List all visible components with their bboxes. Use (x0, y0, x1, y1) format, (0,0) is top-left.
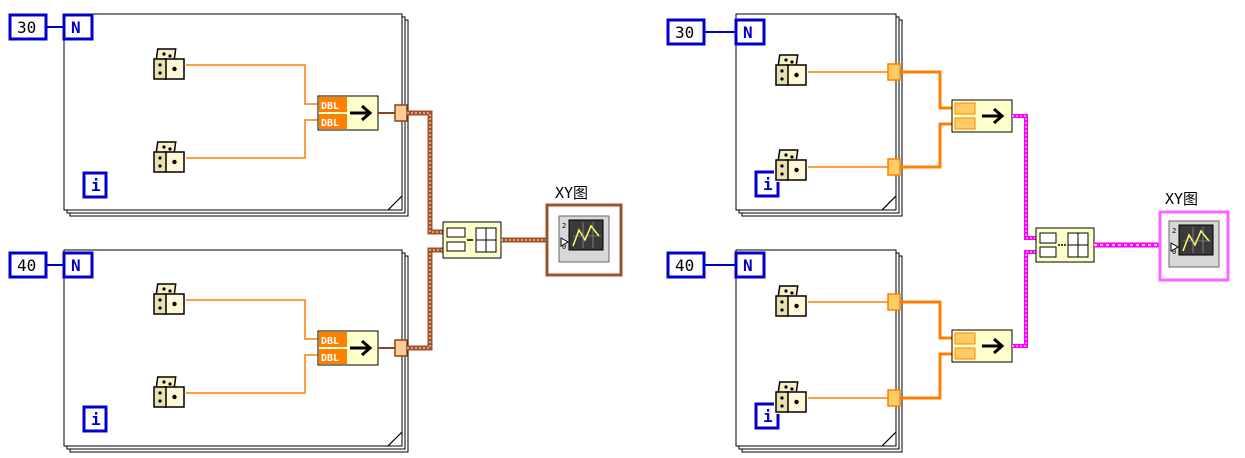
dbl-label: DBL (321, 353, 339, 364)
tunnel (887, 389, 901, 407)
iteration-terminal (82, 171, 108, 199)
dbl-label: DBL (321, 118, 339, 129)
loop-count-constant[interactable] (8, 251, 48, 279)
iteration-terminal-label: i (91, 176, 101, 195)
tunnel (394, 104, 408, 122)
loop-count-constant[interactable] (666, 251, 706, 279)
xy-graph-icon[interactable] (545, 203, 623, 277)
tunnel (394, 339, 408, 357)
count-terminal-label: N (71, 18, 81, 37)
dice-random-icon[interactable] (151, 46, 187, 82)
tunnel (887, 293, 901, 311)
tunnel (887, 63, 901, 81)
dice-random-icon[interactable] (151, 139, 187, 175)
loop-count-constant[interactable] (666, 18, 706, 46)
loop-count-value: 40 (675, 256, 694, 275)
dbl-label: DBL (321, 336, 339, 347)
dice-random-icon[interactable] (773, 379, 809, 415)
loop-count-value: 40 (17, 256, 36, 275)
bundle-icon[interactable] (951, 99, 1013, 133)
count-terminal-label: N (71, 256, 81, 275)
count-terminal-label: N (743, 23, 753, 42)
dbl-label: DBL (321, 101, 339, 112)
bundle-icon[interactable]: DBL DBL (317, 95, 379, 131)
iteration-terminal (754, 170, 780, 198)
dice-random-icon[interactable] (773, 147, 809, 183)
bundle-icon[interactable]: DBL DBL (317, 330, 379, 366)
count-terminal (734, 18, 766, 46)
count-terminal (62, 13, 94, 41)
count-terminal-label: N (743, 256, 753, 275)
loop-count-value: 30 (17, 18, 36, 37)
iteration-terminal-label: i (763, 407, 773, 426)
dice-random-icon[interactable] (151, 281, 187, 317)
build-array-icon[interactable] (442, 221, 502, 259)
xy-graph-label: XY图 (555, 184, 588, 202)
dice-random-icon[interactable] (773, 52, 809, 88)
dice-random-icon[interactable] (773, 283, 809, 319)
loop-count-value: 30 (675, 23, 694, 42)
bundle-icon[interactable] (951, 329, 1013, 363)
build-array-icon[interactable] (1035, 227, 1095, 263)
iteration-terminal-label: i (91, 410, 101, 429)
tunnel (887, 158, 901, 176)
count-terminal (62, 251, 94, 279)
xy-graph-icon[interactable] (1158, 210, 1230, 282)
for-loop-right-2[interactable] (735, 249, 903, 453)
xy-graph-label: XY图 (1165, 190, 1198, 208)
iteration-terminal (754, 402, 780, 430)
count-terminal (734, 251, 766, 279)
iteration-terminal-label: i (763, 175, 773, 194)
dice-random-icon[interactable] (151, 374, 187, 410)
iteration-terminal (82, 405, 108, 433)
